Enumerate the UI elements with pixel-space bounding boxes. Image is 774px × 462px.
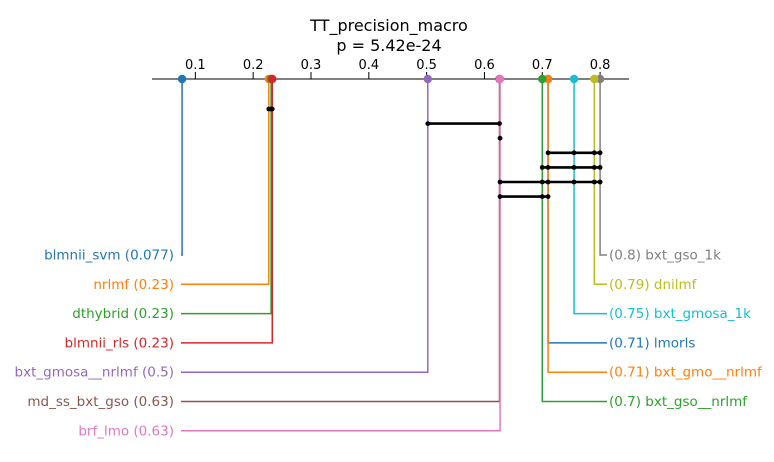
stem-bxt-gso-1k <box>599 79 607 256</box>
clique-dot <box>497 194 503 200</box>
tick-label: 0.7 <box>532 58 553 73</box>
label-md-ss-bxt-gso: md_ss_bxt_gso (0.63) <box>27 394 174 410</box>
label-bxt-gso-nrlmf: (0.7) bxt_gso__nrlmf <box>609 394 748 410</box>
clique-dot <box>497 135 503 141</box>
tick-label: 0.2 <box>243 58 264 73</box>
clique-dot <box>269 106 275 112</box>
clique-dot <box>545 150 551 156</box>
label-bxt-gso-1k: (0.8) bxt_gso_1k <box>609 248 721 264</box>
stem-lmorls <box>547 79 607 344</box>
clique-dot <box>571 179 577 185</box>
stem-bxt-gso-nrlmf <box>541 79 607 403</box>
marker-bxt-gso-nrlmf <box>538 74 547 84</box>
tick-label: 0.3 <box>301 58 322 73</box>
clique-dot <box>545 179 551 185</box>
marker-bxt-gso-1k <box>595 74 605 84</box>
label-bxt-gmo-nrlmf: (0.71) bxt_gmo__nrlmf <box>609 365 763 381</box>
axis-ticks: 0.1 0.2 0.3 0.4 0.5 0.6 0.7 0.8 <box>185 58 610 79</box>
stem-md-ss-bxt-gso <box>181 79 501 403</box>
clique-dot <box>571 150 577 156</box>
tick-label: 0.8 <box>590 58 611 73</box>
marker-bxt-gmosa-1k <box>569 74 579 84</box>
clique-dot <box>545 165 551 170</box>
chart-subtitle: p = 5.42e-24 <box>336 36 441 55</box>
clique-dot <box>571 165 577 170</box>
stem-bxt-gmosa-1k <box>573 79 607 315</box>
label-dthybrid: dthybrid (0.23) <box>72 306 174 322</box>
stem-blmnii-rls <box>181 79 274 344</box>
clique-dot <box>425 121 431 126</box>
tick-label: 0.5 <box>416 58 437 73</box>
marker-dnilmf <box>590 74 599 84</box>
stem-blmnii-svm <box>181 79 183 256</box>
label-bxt-gmosa-1k: (0.75) bxt_gmosa_1k <box>609 306 751 322</box>
stem-nrlmf <box>181 79 270 286</box>
label-lmorls: (0.71) lmorls <box>609 335 695 351</box>
stem-bxt-gmosa-nrlmf <box>181 79 429 373</box>
marker-brf-lmo <box>495 74 505 84</box>
marker-blmnii-svm <box>177 74 187 84</box>
clique-bars <box>266 106 603 200</box>
label-nrlmf: nrlmf (0.23) <box>93 277 174 293</box>
marker-bxt-gmosa-nrlmf <box>423 74 432 84</box>
label-bxt-gmosa-nrlmf: bxt_gmosa__nrlmf (0.5) <box>15 365 174 381</box>
method-stems <box>181 79 607 432</box>
label-blmnii-svm: blmnii_svm (0.077) <box>44 248 174 264</box>
stem-brf-lmo <box>181 79 501 432</box>
tick-label: 0.1 <box>185 58 206 73</box>
stem-dthybrid <box>181 79 272 315</box>
label-brf-lmo: brf_lmo (0.63) <box>78 423 174 439</box>
chart-title: TT_precision_macro <box>309 16 468 36</box>
clique-dot <box>597 179 603 185</box>
clique-dot <box>597 165 603 170</box>
marker-bxt-gmo-nrlmf <box>543 74 553 84</box>
clique-dot <box>497 121 502 126</box>
clique-dot <box>539 165 545 170</box>
stem-dnilmf <box>593 79 607 286</box>
clique-dot <box>591 179 597 185</box>
clique-dot <box>591 165 597 170</box>
marker-blmnii-rls <box>268 74 277 84</box>
clique-dot <box>545 194 551 200</box>
tick-label: 0.6 <box>474 58 495 73</box>
tick-label: 0.4 <box>358 58 379 73</box>
clique-dot <box>591 150 597 156</box>
method-labels: blmnii_svm (0.077) nrlmf (0.23) dthybrid (… <box>15 248 763 440</box>
clique-dot <box>539 179 545 185</box>
label-dnilmf: (0.79) dnilmf <box>609 277 698 293</box>
stem-bxt-gmo-nrlmf <box>547 79 607 373</box>
clique-dot <box>497 179 503 185</box>
axis-markers <box>177 74 605 84</box>
clique-dot <box>539 194 545 200</box>
label-blmnii-rls: blmnii_rls (0.23) <box>65 335 175 351</box>
clique-dot <box>597 150 603 156</box>
